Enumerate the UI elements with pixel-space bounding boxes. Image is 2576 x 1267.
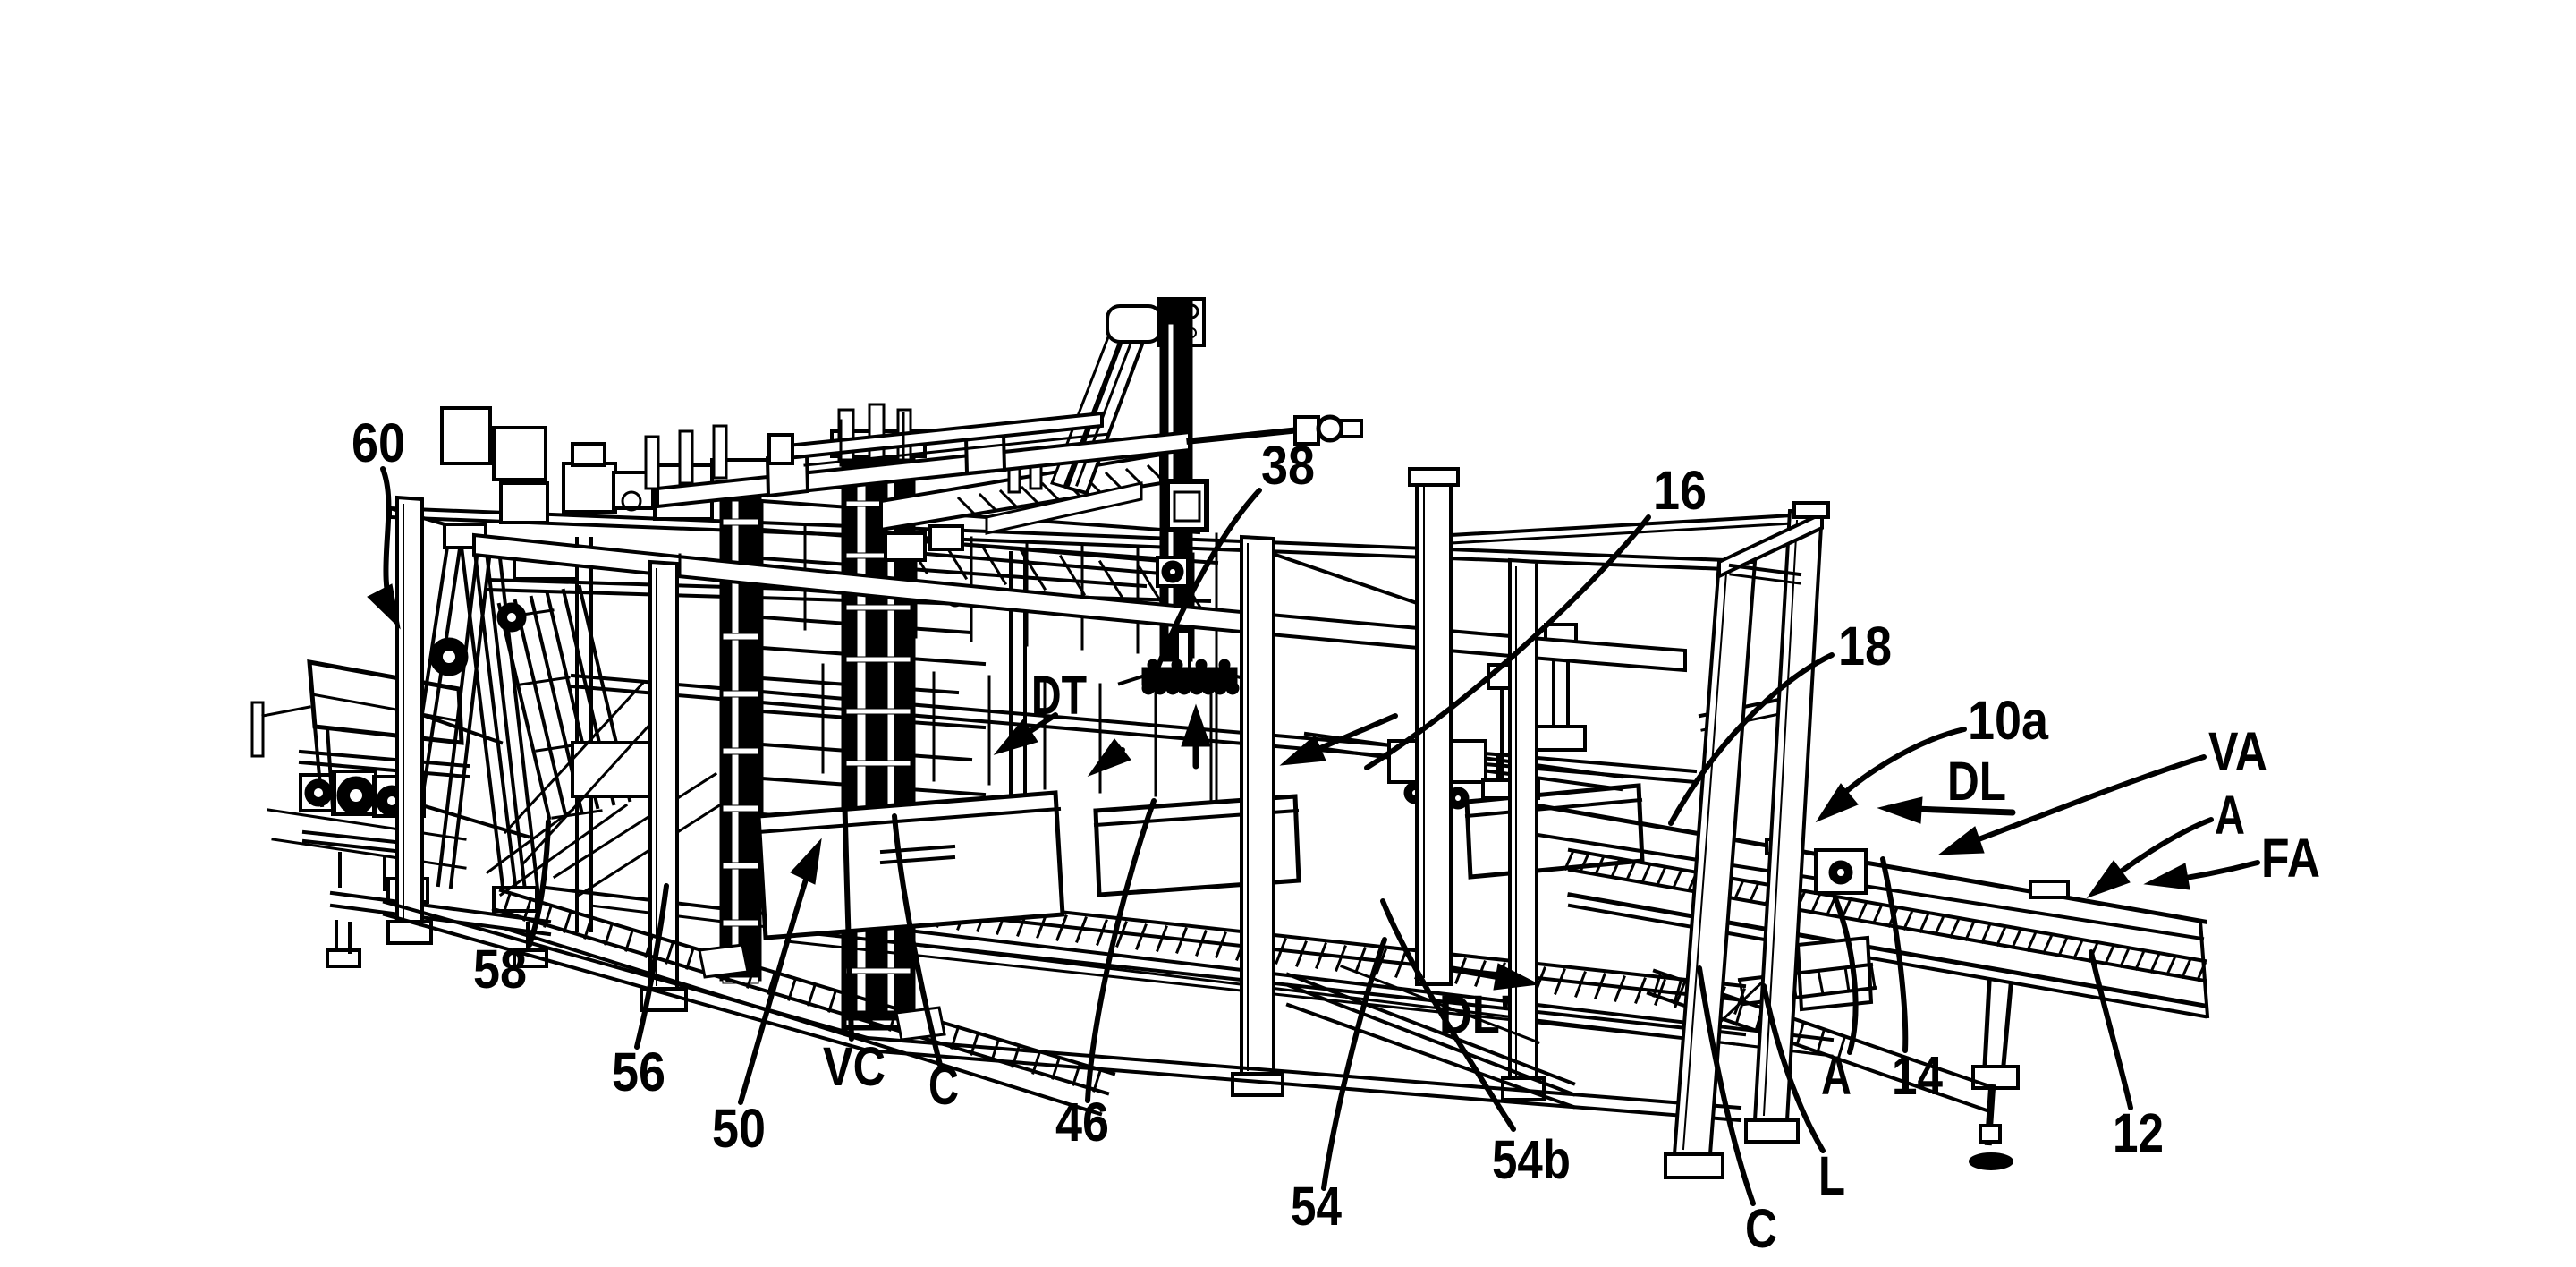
svg-text:L: L bbox=[1818, 1145, 1845, 1206]
svg-text:C: C bbox=[1745, 1198, 1777, 1259]
svg-text:18: 18 bbox=[1838, 616, 1892, 676]
svg-text:A: A bbox=[2215, 785, 2245, 846]
svg-text:54: 54 bbox=[1291, 1176, 1342, 1237]
svg-text:50: 50 bbox=[712, 1098, 766, 1159]
svg-text:VC: VC bbox=[823, 1036, 886, 1097]
svg-text:10a: 10a bbox=[1968, 690, 2049, 751]
svg-text:DT: DT bbox=[1031, 665, 1087, 726]
svg-text:38: 38 bbox=[1261, 435, 1315, 496]
svg-text:14: 14 bbox=[1892, 1045, 1943, 1106]
svg-text:60: 60 bbox=[352, 412, 405, 473]
svg-text:FA: FA bbox=[2261, 828, 2320, 889]
svg-text:16: 16 bbox=[1653, 460, 1707, 521]
svg-text:54b: 54b bbox=[1492, 1129, 1571, 1190]
svg-text:VA: VA bbox=[2208, 721, 2267, 782]
svg-text:56: 56 bbox=[612, 1042, 665, 1102]
svg-text:46: 46 bbox=[1055, 1092, 1109, 1152]
svg-text:12: 12 bbox=[2113, 1102, 2164, 1163]
svg-text:58: 58 bbox=[473, 939, 527, 999]
svg-text:A: A bbox=[1821, 1045, 1852, 1106]
svg-text:DL': DL' bbox=[1439, 984, 1511, 1045]
svg-text:C: C bbox=[928, 1055, 959, 1116]
svg-text:DL: DL bbox=[1947, 751, 2006, 812]
